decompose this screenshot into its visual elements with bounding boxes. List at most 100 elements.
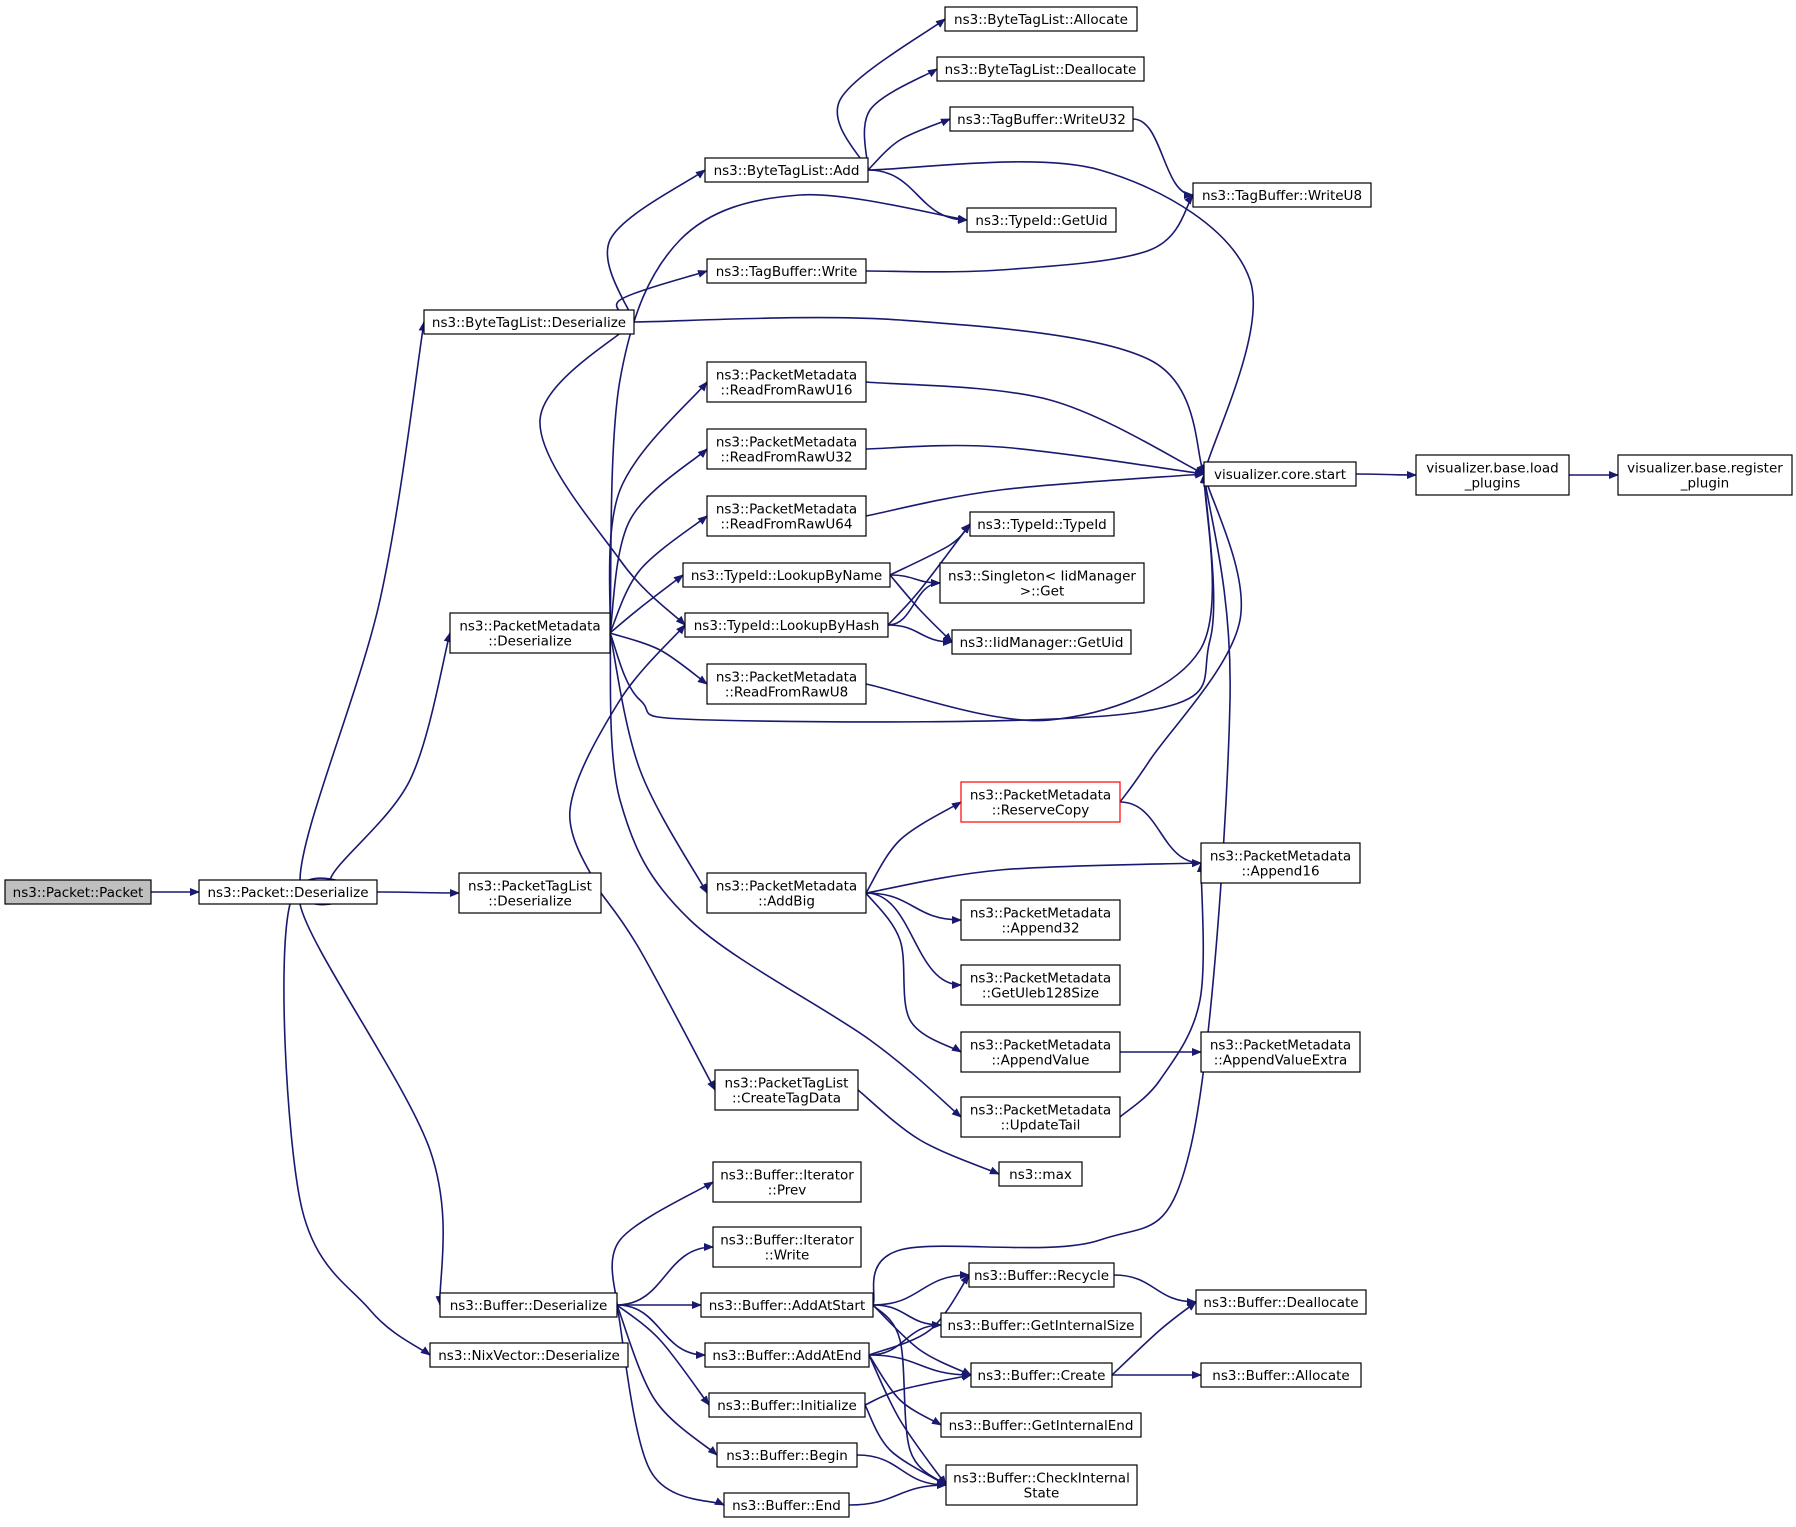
node-ptl-create[interactable]: ns3::PacketTagList::CreateTagData [714, 1069, 859, 1111]
node-box [706, 872, 867, 914]
node-buf-alloc[interactable]: ns3::Buffer::Allocate [1200, 1362, 1362, 1388]
node-box [198, 879, 378, 905]
edge-tid_lookup_hash-to-tid_typeid [887, 523, 971, 626]
node-box [706, 663, 867, 705]
node-label: ns3::Packet::Deserialize [207, 885, 368, 901]
node-packet-ctor[interactable]: ns3::Packet::Packet [4, 879, 152, 905]
node-label: ns3::Buffer::Begin [726, 1448, 848, 1464]
edge-pm_rr64-to-viz_start [865, 470, 1205, 517]
node-tid-getuid[interactable]: ns3::TypeId::GetUid [966, 207, 1117, 233]
node-bi-write[interactable]: ns3::Buffer::Iterator::Write [712, 1226, 862, 1268]
node-buf-intend[interactable]: ns3::Buffer::GetInternalEnd [940, 1412, 1142, 1438]
edge-ptl_create-to-ns3_max [857, 1089, 1000, 1175]
node-pm-rr16[interactable]: ns3::PacketMetadata::ReadFromRawU16 [706, 361, 867, 403]
node-singleton-get[interactable]: ns3::Singleton< IidManager>::Get [939, 562, 1145, 604]
node-pm-reserve[interactable]: ns3::PacketMetadata::ReserveCopy [960, 781, 1121, 823]
node-box [960, 1031, 1121, 1073]
node-label: ns3::PacketMetadata [970, 1038, 1111, 1054]
node-box [969, 511, 1115, 537]
node-buf-addstart[interactable]: ns3::Buffer::AddAtStart [700, 1292, 874, 1318]
edge-buf_deser-to-bi_write [616, 1243, 714, 1306]
node-tid-typeid[interactable]: ns3::TypeId::TypeId [969, 511, 1115, 537]
node-btl-add[interactable]: ns3::ByteTagList::Add [704, 157, 869, 183]
node-label: _plugins [1464, 476, 1521, 492]
node-bi-prev[interactable]: ns3::Buffer::Iterator::Prev [712, 1161, 862, 1203]
node-label: ns3::Buffer::GetInternalSize [948, 1318, 1135, 1334]
node-pm-appvalx[interactable]: ns3::PacketMetadata::AppendValueExtra [1200, 1031, 1361, 1073]
edge-pm_reserve-to-pm_a16 [1119, 801, 1202, 867]
node-btl-alloc[interactable]: ns3::ByteTagList::Allocate [944, 6, 1138, 32]
node-label: ns3::Buffer::Iterator [720, 1233, 854, 1249]
node-box [712, 1161, 862, 1203]
edge-buf_create-to-buf_dealloc [1111, 1301, 1197, 1376]
node-box [1203, 461, 1357, 487]
edge-pm_reserve-to-viz_start [1119, 473, 1243, 803]
node-ns3-max[interactable]: ns3::max [998, 1161, 1083, 1187]
node-tb-w8[interactable]: ns3::TagBuffer::WriteU8 [1192, 182, 1372, 208]
node-box [439, 1292, 618, 1318]
edge-pm_deser-to-pm_updtail [609, 632, 962, 1118]
edge-buf_addend-to-buf_create [868, 1354, 972, 1379]
node-tid-lookup-name[interactable]: ns3::TypeId::LookupByName [682, 562, 891, 588]
node-buf-recycle[interactable]: ns3::Buffer::Recycle [968, 1262, 1115, 1288]
node-buf-begin[interactable]: ns3::Buffer::Begin [716, 1442, 858, 1468]
node-pm-appval[interactable]: ns3::PacketMetadata::AppendValue [960, 1031, 1121, 1073]
node-label: ::Prev [768, 1183, 807, 1199]
node-label: ::AddBig [758, 894, 815, 910]
node-label: ns3::PacketMetadata [716, 502, 857, 518]
node-packet-deser[interactable]: ns3::Packet::Deserialize [198, 879, 378, 905]
node-pm-deser[interactable]: ns3::PacketMetadata::Deserialize [449, 612, 611, 654]
node-box [939, 562, 1145, 604]
node-tid-lookup-hash[interactable]: ns3::TypeId::LookupByHash [684, 612, 889, 638]
edge-btl_add-to-btl_dealloc [863, 68, 938, 171]
node-label: ns3::PacketMetadata [716, 670, 857, 686]
node-label: ns3::Buffer::Initialize [717, 1398, 857, 1414]
node-pm-a16[interactable]: ns3::PacketMetadata::Append16 [1200, 842, 1361, 884]
node-pm-updtail[interactable]: ns3::PacketMetadata::UpdateTail [960, 1096, 1121, 1138]
node-buf-deser[interactable]: ns3::Buffer::Deserialize [439, 1292, 618, 1318]
node-buf-end[interactable]: ns3::Buffer::End [723, 1492, 850, 1518]
node-pm-addbig[interactable]: ns3::PacketMetadata::AddBig [706, 872, 867, 914]
node-buf-addend[interactable]: ns3::Buffer::AddAtEnd [704, 1342, 870, 1368]
node-pm-rr32[interactable]: ns3::PacketMetadata::ReadFromRawU32 [706, 428, 867, 470]
edge-pm_addbig-to-pm_uleb [865, 892, 962, 989]
node-buf-dealloc[interactable]: ns3::Buffer::Deallocate [1195, 1289, 1367, 1315]
node-viz-start[interactable]: visualizer.core.start [1203, 461, 1357, 487]
node-buf-intsize[interactable]: ns3::Buffer::GetInternalSize [940, 1312, 1142, 1338]
node-pm-rr8[interactable]: ns3::PacketMetadata::ReadFromRawU8 [706, 663, 867, 705]
node-btl-dealloc[interactable]: ns3::ByteTagList::Deallocate [936, 56, 1145, 82]
node-label: ns3::PacketTagList [468, 879, 592, 895]
node-buf-create[interactable]: ns3::Buffer::Create [970, 1362, 1113, 1388]
edge-buf_deser-to-buf_init [616, 1304, 710, 1406]
edge-tb_write-to-tb_w8 [865, 194, 1194, 273]
node-pm-uleb[interactable]: ns3::PacketMetadata::GetUleb128Size [960, 964, 1121, 1006]
node-viz-register[interactable]: visualizer.base.register_plugin [1617, 454, 1793, 496]
node-pm-a32[interactable]: ns3::PacketMetadata::Append32 [960, 899, 1121, 941]
node-label: ::Append32 [1001, 921, 1079, 937]
function-nodes: ns3::Packet::Packet ns3::Packet::Deserial… [4, 6, 1793, 1518]
edge-buf_end-to-buf_check [848, 1481, 947, 1506]
node-tb-write[interactable]: ns3::TagBuffer::Write [706, 258, 867, 284]
node-box [960, 1096, 1121, 1138]
node-btl-deser[interactable]: ns3::ByteTagList::Deserialize [423, 309, 635, 335]
edge-buf_addend-to-buf_intend [868, 1354, 942, 1426]
node-box [966, 207, 1117, 233]
node-ptl-deser[interactable]: ns3::PacketTagList::Deserialize [458, 872, 602, 914]
node-box [708, 1392, 866, 1418]
node-iid-getuid[interactable]: ns3::IidManager::GetUid [951, 629, 1132, 655]
node-tb-w32[interactable]: ns3::TagBuffer::WriteU32 [949, 106, 1134, 132]
node-pm-rr64[interactable]: ns3::PacketMetadata::ReadFromRawU64 [706, 495, 867, 537]
node-nix-deser[interactable]: ns3::NixVector::Deserialize [429, 1342, 629, 1368]
node-buf-init[interactable]: ns3::Buffer::Initialize [708, 1392, 866, 1418]
edge-buf_addend-to-buf_intsize [868, 1321, 942, 1356]
node-box [429, 1342, 629, 1368]
node-label: ::Write [765, 1248, 810, 1264]
node-viz-load[interactable]: visualizer.base.load_plugins [1415, 454, 1570, 496]
node-label: ns3::Buffer::Deserialize [450, 1298, 608, 1314]
edge-buf_begin-to-buf_check [856, 1454, 947, 1489]
edge-buf_addstart-to-viz_start [872, 473, 1231, 1306]
edge-pm_rr32-to-viz_start [865, 444, 1205, 477]
edge-pm_rr8-to-viz_start [865, 473, 1214, 722]
